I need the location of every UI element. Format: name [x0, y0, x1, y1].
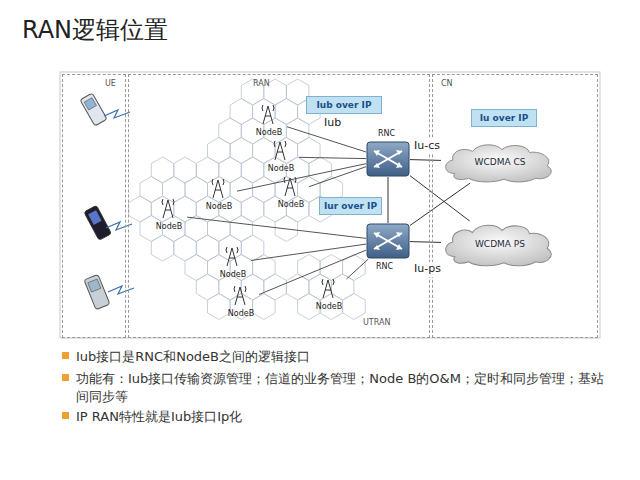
interface-tag: Iur over IP — [319, 197, 382, 215]
core-cloud: WCDMA CS — [441, 141, 559, 183]
nodeb-station: NodeB — [223, 286, 259, 318]
region-name: UE — [105, 79, 116, 88]
nodeb-station: NodeB — [251, 105, 287, 137]
node-label: WCDMA PS — [475, 239, 525, 249]
region-band: CN Iu over IP WCDMA CS WCDMA PS — [432, 74, 598, 338]
rnc-router: RNC — [366, 223, 410, 259]
antenna-tower — [212, 179, 224, 198]
antenna-tower — [162, 199, 174, 218]
region-name: RAN — [253, 79, 270, 88]
link-line — [237, 164, 366, 191]
node-label: NodeB — [201, 202, 237, 211]
bullet-text: Iub接口是RNC和NodeB之间的逻辑接口 — [76, 348, 616, 366]
phone-2 — [84, 205, 111, 240]
core-cloud: WCDMA PS — [441, 221, 559, 267]
link-line — [388, 177, 389, 223]
phone-3 — [84, 274, 110, 309]
nodeb-station: NodeB — [263, 141, 299, 173]
frame — [60, 72, 600, 338]
region-band: UE — [62, 74, 126, 338]
antenna-tower — [234, 286, 246, 305]
link-line — [346, 259, 368, 279]
interface-tag: Iub over IP — [306, 96, 382, 114]
nodeb-station: NodeB — [273, 177, 309, 209]
interface-label: Iu-ps — [413, 262, 442, 277]
nodeb-station: NodeB — [151, 199, 187, 231]
region-name: CN — [441, 79, 453, 88]
bullet-marks — [62, 352, 69, 419]
node-label: NodeB — [251, 128, 287, 137]
interface-tag: Iu over IP — [471, 109, 537, 127]
nodeb-station: NodeB — [201, 179, 237, 211]
antenna-tower — [226, 247, 238, 266]
link-line — [410, 183, 470, 225]
nodeb-station: NodeB — [311, 279, 347, 311]
link-line — [309, 167, 366, 187]
bullet-text: IP RAN特性就是Iub接口Ip化 — [76, 408, 616, 426]
interface-label: Iu-cs — [413, 139, 441, 154]
node-label: NodeB — [215, 270, 251, 279]
antenna-icons — [162, 105, 334, 305]
node-label: Iu over IP — [480, 113, 529, 123]
interface-label: Iub — [323, 116, 342, 131]
link-line — [299, 157, 366, 158]
slide-title: RAN逻辑位置 — [22, 14, 168, 46]
node-label: NodeB — [263, 164, 299, 173]
link-line — [251, 244, 366, 260]
node-label: NodeB — [223, 309, 259, 318]
region-band: RAN NodeB NodeB NodeB NodeB NodeB NodeB NodeB No… — [128, 74, 430, 338]
node-label: RNC — [376, 262, 393, 271]
node-label: RNC — [378, 129, 395, 138]
interface-label: UTRAN — [362, 318, 391, 329]
node-label: NodeB — [151, 222, 187, 231]
node-label: WCDMA CS — [475, 157, 526, 167]
rnc-router: RNC — [366, 141, 410, 177]
node-label: NodeB — [311, 302, 347, 311]
link-line — [410, 176, 470, 221]
link-line — [410, 159, 441, 161]
radio-links — [104, 110, 134, 294]
router-icon — [366, 141, 410, 177]
nodeb-station: NodeB — [215, 247, 251, 279]
antenna-tower — [262, 105, 274, 124]
node-label: Iub over IP — [316, 100, 371, 110]
antenna-tower — [274, 141, 286, 160]
link-line — [410, 241, 441, 243]
link-line — [259, 250, 366, 294]
router-icon — [366, 223, 410, 259]
node-label: Iur over IP — [324, 201, 377, 211]
phone-1 — [80, 93, 107, 126]
link-line — [187, 217, 366, 238]
antenna-tower — [322, 279, 334, 298]
node-label: NodeB — [273, 200, 309, 209]
bullet-text: 功能有：Iub接口传输资源管理；信道的业务管理；Node B的O&M；定时和同步… — [76, 370, 606, 405]
